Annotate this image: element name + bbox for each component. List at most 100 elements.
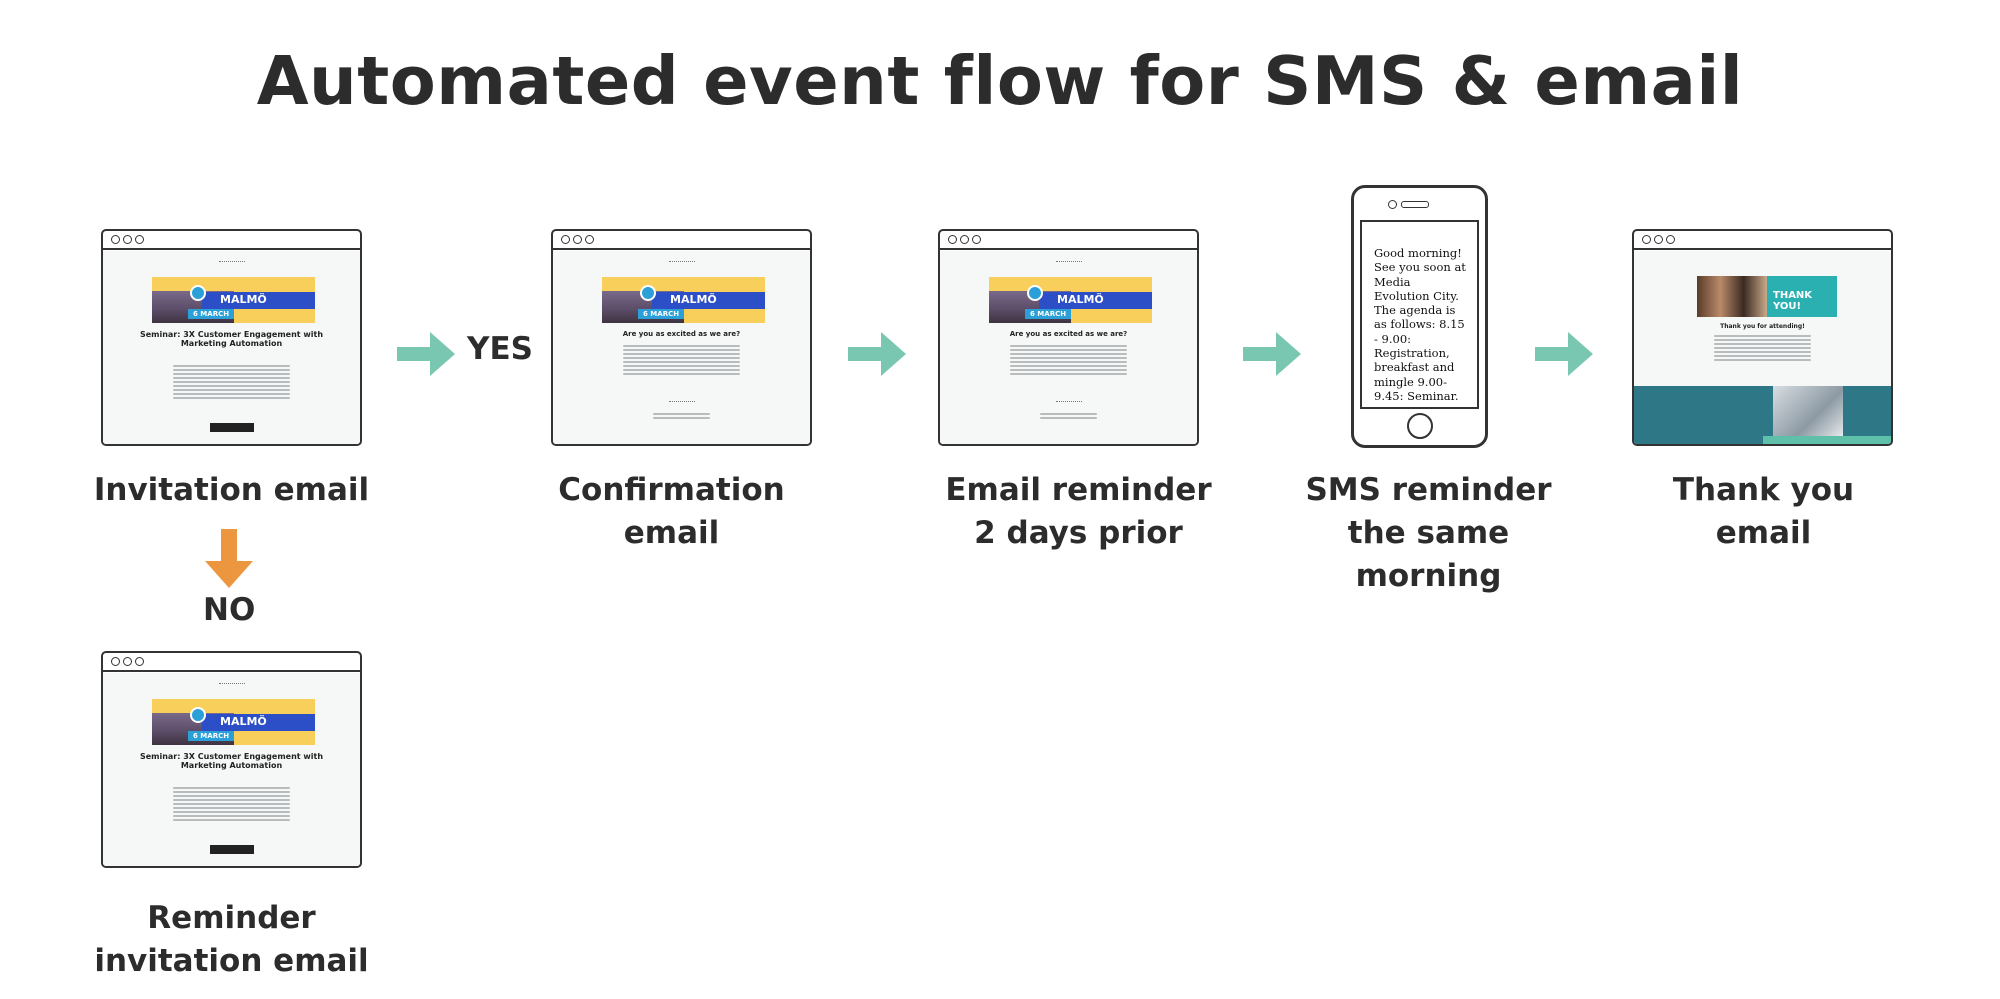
window-dot-icon: [111, 657, 120, 666]
thank-you-email-preview: THANK YOU! Thank you for attending!: [1632, 229, 1893, 446]
page-title: Automated event flow for SMS & email: [256, 42, 1744, 120]
thank-you-banner: THANK YOU!: [1697, 276, 1837, 317]
window-dot-icon: [1642, 235, 1651, 244]
step-label-reminder-invitation: Reminder invitation email: [71, 897, 392, 983]
thank-you-banner-text: THANK YOU!: [1773, 290, 1813, 312]
logo-icon: [668, 261, 695, 266]
window-dot-icon: [573, 235, 582, 244]
cta-button-placeholder: [209, 423, 254, 432]
logo-icon: [218, 261, 245, 266]
attendees-photo: [1697, 276, 1767, 317]
sms-message: Good morning! See you soon at Media Evol…: [1374, 246, 1466, 403]
banner-stripe: [202, 292, 315, 309]
arrow-right-icon: [397, 332, 455, 376]
promo-block: [1634, 386, 1891, 444]
email-text-placeholder: [173, 785, 290, 823]
banner-city: MALMÖ: [220, 715, 267, 728]
window-dot-icon: [561, 235, 570, 244]
invitation-email-preview: MALMÖ 6 MARCH Seminar: 3X Customer Engag…: [101, 229, 362, 446]
footer-text-placeholder: [653, 411, 710, 421]
email-text-placeholder: [173, 363, 290, 401]
label-line: morning: [1355, 558, 1502, 594]
arrow-down-icon: [205, 529, 253, 588]
banner-date: 6 MARCH: [1025, 309, 1072, 319]
label-line: Reminder: [147, 900, 316, 936]
email-headline: Are you as excited as we are?: [1009, 330, 1128, 338]
email-text-placeholder: [1010, 343, 1127, 377]
label-line: Confirmation: [558, 472, 785, 508]
browser-toolbar: [103, 653, 360, 672]
email-text-placeholder: [623, 343, 740, 377]
camera-icon: [1388, 200, 1397, 209]
email-body: THANK YOU! Thank you for attending!: [1634, 251, 1891, 444]
label-line: Email reminder: [945, 472, 1212, 508]
step-label-thank-you: Thank you email: [1603, 469, 1924, 555]
banner-city: MALMÖ: [670, 293, 717, 306]
cta-button-placeholder: [209, 845, 254, 854]
window-dot-icon: [1654, 235, 1663, 244]
email-headline: Are you as excited as we are?: [622, 330, 741, 338]
email-body: MALMÖ 6 MARCH Are you as excited as we a…: [940, 251, 1197, 444]
branch-no-label: NO: [203, 592, 256, 628]
email-body: MALMÖ 6 MARCH Seminar: 3X Customer Engag…: [103, 673, 360, 866]
step-label-invitation: Invitation email: [71, 469, 392, 512]
label-line: email: [1715, 515, 1812, 551]
browser-toolbar: [103, 231, 360, 250]
location-pin-icon: [1027, 285, 1043, 301]
footer-text-placeholder: [1040, 411, 1097, 421]
window-dot-icon: [585, 235, 594, 244]
window-dot-icon: [123, 657, 132, 666]
banner-city: MALMÖ: [1057, 293, 1104, 306]
speaker-icon: [1401, 201, 1429, 208]
browser-toolbar: [940, 231, 1197, 250]
window-dot-icon: [960, 235, 969, 244]
banner-stripe: [1039, 292, 1152, 309]
banner-stripe: [202, 714, 315, 731]
location-pin-icon: [190, 285, 206, 301]
arrow-right-icon: [1243, 332, 1301, 376]
window-dot-icon: [948, 235, 957, 244]
email-reminder-preview: MALMÖ 6 MARCH Are you as excited as we a…: [938, 229, 1199, 446]
window-dot-icon: [972, 235, 981, 244]
email-headline: Seminar: 3X Customer Engagement with Mar…: [139, 330, 324, 348]
step-label-email-reminder: Email reminder 2 days prior: [918, 469, 1239, 555]
phone-screen: Good morning! See you soon at Media Evol…: [1360, 220, 1479, 409]
confirmation-email-preview: MALMÖ 6 MARCH Are you as excited as we a…: [551, 229, 812, 446]
browser-toolbar: [1634, 231, 1891, 250]
label-line: 2 days prior: [974, 515, 1183, 551]
window-dot-icon: [135, 235, 144, 244]
banner-date: 6 MARCH: [188, 309, 235, 319]
window-dot-icon: [1666, 235, 1675, 244]
banner-date: 6 MARCH: [188, 731, 235, 741]
banner-city: MALMÖ: [220, 293, 267, 306]
logo-icon: [218, 683, 245, 688]
email-headline: Thank you for attending!: [1720, 323, 1805, 330]
banner-stripe: [652, 292, 765, 309]
footer-logo-icon: [1055, 401, 1082, 406]
label-line: SMS reminder: [1305, 472, 1552, 508]
branch-yes-label: YES: [467, 331, 533, 367]
arrow-right-icon: [1535, 332, 1593, 376]
step-label-sms-reminder: SMS reminder the same morning: [1268, 469, 1589, 598]
window-dot-icon: [135, 657, 144, 666]
label-line: the same: [1347, 515, 1510, 551]
email-body: MALMÖ 6 MARCH Are you as excited as we a…: [553, 251, 810, 444]
label-line: email: [623, 515, 720, 551]
promo-photo: [1773, 386, 1843, 438]
label-line: Thank you: [1672, 472, 1855, 508]
email-headline: Seminar: 3X Customer Engagement with Mar…: [139, 752, 324, 770]
home-button-icon: [1406, 413, 1433, 439]
window-dot-icon: [111, 235, 120, 244]
sms-phone-preview: Good morning! See you soon at Media Evol…: [1351, 185, 1488, 448]
email-text-placeholder: [1714, 333, 1811, 363]
location-pin-icon: [190, 707, 206, 723]
email-body: MALMÖ 6 MARCH Seminar: 3X Customer Engag…: [103, 251, 360, 444]
step-label-confirmation: Confirmation email: [511, 469, 832, 555]
event-banner: MALMÖ 6 MARCH: [602, 277, 765, 323]
reminder-invitation-email-preview: MALMÖ 6 MARCH Seminar: 3X Customer Engag…: [101, 651, 362, 868]
label-line: Invitation email: [93, 472, 370, 508]
promo-strip: [1763, 436, 1891, 444]
arrow-right-icon: [848, 332, 906, 376]
footer-logo-icon: [668, 401, 695, 406]
label-line: invitation email: [94, 943, 369, 979]
